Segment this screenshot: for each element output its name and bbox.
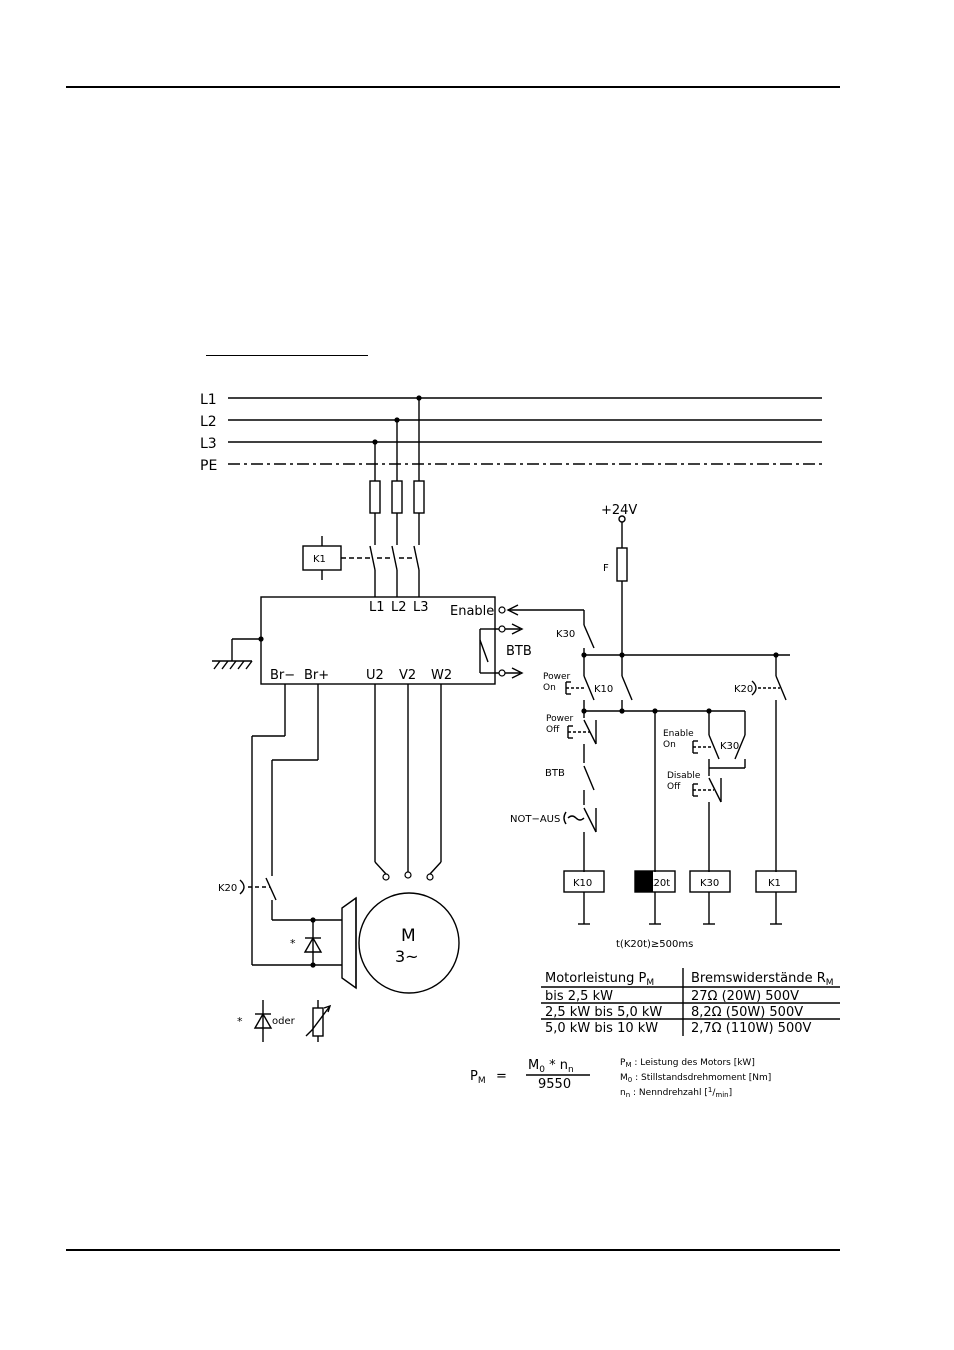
- motor-label-m: M: [401, 926, 416, 946]
- drive-enable: Enable: [450, 604, 494, 619]
- label-k10-hold: K10: [594, 684, 613, 695]
- label-power-on-2: On: [543, 683, 556, 693]
- table-row-3-resistor: 2,7Ω (110W) 500V: [691, 1021, 811, 1036]
- legend-nn: nn : Nenndrehzahl [1/min]: [620, 1086, 732, 1099]
- table-row-3-power: 5,0 kW bis 10 kW: [545, 1021, 658, 1036]
- legend-pm: PM : Leistung des Motors [kW]: [620, 1058, 755, 1069]
- table-row-1-resistor: 27Ω (20W) 500V: [691, 989, 799, 1004]
- coil-k20t-label: K20t: [647, 878, 670, 889]
- fuse-2: [391, 480, 403, 514]
- heading-underline: [206, 355, 368, 356]
- drive-l2: L2: [391, 600, 407, 615]
- coil-k10-label: K10: [573, 878, 592, 889]
- label-power-off-1: Power: [546, 714, 574, 724]
- drive-br-plus: Br+: [304, 668, 329, 683]
- coil-k30-label: K30: [700, 878, 719, 889]
- coil-k1-label: K1: [768, 878, 781, 889]
- label-pe: PE: [200, 458, 217, 474]
- label-power-on-1: Power: [543, 672, 571, 682]
- formula-numerator: M0 * nn: [528, 1058, 574, 1075]
- label-fuse-f: F: [603, 563, 609, 574]
- label-k20-k1: K20: [734, 684, 753, 695]
- label-k30-enable: K30: [556, 629, 575, 640]
- label-k30-hold: K30: [720, 741, 739, 752]
- drive-br-minus: Br−: [270, 668, 295, 683]
- formula-pm: PM: [470, 1069, 486, 1086]
- table-header-right: Bremswiderstände RM: [691, 971, 834, 988]
- motor-circle: [358, 892, 460, 994]
- drive-w2: W2: [431, 668, 452, 683]
- drive-l1: L1: [369, 600, 385, 615]
- label-timing: t(K20t)≥500ms: [616, 939, 693, 950]
- label-disable-off-1: Disable: [667, 771, 701, 781]
- table-row-2-resistor: 8,2Ω (50W) 500V: [691, 1005, 803, 1020]
- drive-l3: L3: [413, 600, 429, 615]
- label-l3: L3: [200, 436, 217, 452]
- top-rule: [66, 86, 840, 88]
- drive-u2: U2: [366, 668, 384, 683]
- bottom-rule: [66, 1249, 840, 1251]
- label-oder: oder: [272, 1016, 296, 1027]
- label-k20-brake: K20: [218, 883, 237, 894]
- fuse-1: [369, 480, 381, 514]
- label-btb-contact: BTB: [545, 768, 565, 779]
- k20t-timer-fill: [635, 871, 653, 892]
- table-row-1-power: bis 2,5 kW: [545, 989, 613, 1004]
- fuse-f: [616, 547, 628, 582]
- label-enable-on-2: On: [663, 740, 676, 750]
- legend-m0: M0 : Stillstandsdrehmoment [Nm]: [620, 1073, 771, 1084]
- label-power-off-2: Off: [546, 725, 560, 735]
- drive-btb: BTB: [506, 644, 532, 659]
- coil-k30: [689, 870, 731, 893]
- fuse-3: [413, 480, 425, 514]
- drive-v2: V2: [399, 668, 416, 683]
- label-star-alt: *: [237, 1015, 243, 1028]
- table-row-2-power: 2,5 kW bis 5,0 kW: [545, 1005, 662, 1020]
- motor-label-phase: 3~: [395, 947, 419, 966]
- label-enable-on-1: Enable: [663, 729, 694, 739]
- formula-denominator: 9550: [538, 1077, 571, 1092]
- label-l1: L1: [200, 392, 217, 408]
- label-plus24: +24V: [601, 503, 637, 518]
- label-not-aus: NOT−AUS: [510, 814, 560, 825]
- label-star-brake: *: [290, 937, 296, 950]
- table-header-left: Motorleistung PM: [545, 971, 654, 988]
- label-disable-off-2: Off: [667, 782, 681, 792]
- label-k1-box: K1: [313, 554, 326, 565]
- label-l2: L2: [200, 414, 217, 430]
- formula-eq: =: [496, 1069, 507, 1084]
